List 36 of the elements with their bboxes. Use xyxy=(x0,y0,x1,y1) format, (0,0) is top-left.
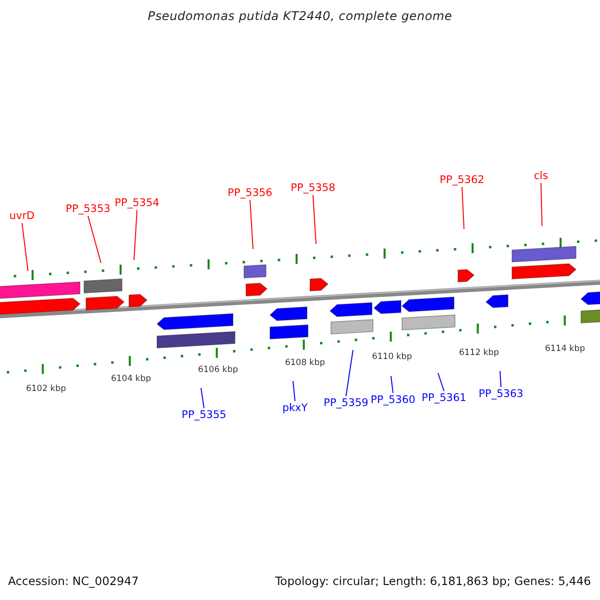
leader-line xyxy=(540,182,542,226)
gene-label: PP_5353 xyxy=(66,202,110,216)
leader-line xyxy=(292,380,296,402)
leader-line xyxy=(500,370,502,388)
leader-line xyxy=(200,388,204,408)
gene-label: PP_5362 xyxy=(440,173,484,187)
footer-text: Accession: NC_002947 xyxy=(8,574,139,589)
gene-label: cls xyxy=(534,169,548,183)
leader-line xyxy=(346,350,354,396)
gene-label: PP_5354 xyxy=(114,196,160,210)
gene-label: PP_5361 xyxy=(422,391,466,405)
gene-label: pkxY xyxy=(282,401,308,415)
leader-line xyxy=(438,372,444,392)
gene-label: PP_5356 xyxy=(228,186,272,200)
gene-label: PP_5360 xyxy=(370,393,416,407)
gene-label: uvrD xyxy=(9,209,35,223)
scale-label: 6102 kbp xyxy=(26,384,66,395)
leader-line xyxy=(312,194,316,244)
gene-label: PP_5355 xyxy=(182,408,226,422)
leader-line xyxy=(22,222,28,272)
scale-label: 6110 kbp xyxy=(372,352,412,363)
scale-label: 6114 kbp xyxy=(544,344,586,355)
leader-line xyxy=(390,376,394,394)
title: Pseudomonas putida KT2440, complete genome xyxy=(146,9,454,23)
gene-label: PP_5359 xyxy=(324,396,368,410)
leader-line xyxy=(88,216,102,264)
gene-label: PP_5363 xyxy=(478,387,524,401)
gene-label: PP_5358 xyxy=(290,181,336,195)
scale-label: 6108 kbp xyxy=(284,358,326,369)
scale-label: 6112 kbp xyxy=(458,348,500,359)
leader-line xyxy=(250,200,254,250)
leader-line xyxy=(462,186,464,230)
scale-label: 6106 kbp xyxy=(198,365,238,376)
footer-text: Topology: circular; Length: 6,181,863 bp; Genes: 5,446 xyxy=(275,574,591,589)
leader-line xyxy=(134,210,138,260)
scale-label: 6104 kbp xyxy=(110,374,152,385)
